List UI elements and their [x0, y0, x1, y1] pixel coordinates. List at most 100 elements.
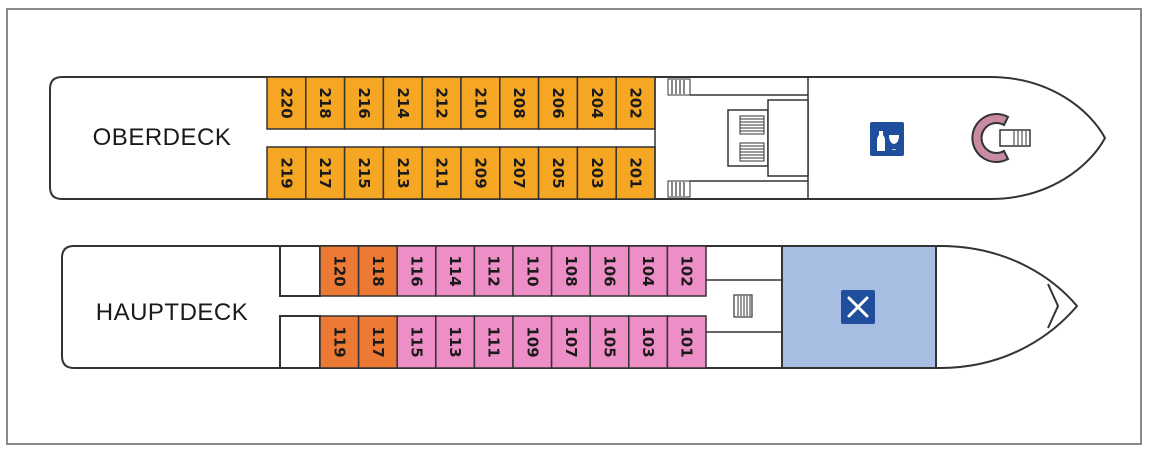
cabin-103[interactable]: 103 [628, 315, 669, 369]
cabin-box[interactable] [537, 146, 579, 200]
cabin-number: 216 [355, 87, 373, 118]
cabin-box[interactable] [615, 76, 656, 130]
cabin-number: 214 [394, 87, 412, 118]
cabin-number: 103 [639, 326, 657, 357]
cabin-207[interactable]: 207 [499, 146, 540, 200]
cabin-202[interactable]: 202 [615, 76, 656, 130]
cabin-number: 120 [330, 255, 348, 286]
cabin-number: 116 [408, 255, 426, 286]
cabin-number: 114 [446, 255, 464, 286]
cabin-111[interactable]: 111 [473, 315, 514, 369]
cabin-101[interactable]: 101 [666, 315, 707, 369]
cabin-box[interactable] [343, 146, 385, 200]
cabin-number: 111 [485, 326, 503, 357]
cabin-218[interactable]: 218 [305, 76, 346, 130]
cabin-box[interactable] [666, 245, 707, 297]
cabin-number: 113 [446, 326, 464, 357]
cabin-number: 112 [485, 255, 503, 286]
cabin-number: 109 [523, 326, 541, 357]
cabin-number: 212 [433, 87, 451, 118]
stern-room-top [279, 245, 321, 297]
cabin-112[interactable]: 112 [473, 245, 514, 297]
deck-plan-frame [6, 8, 1142, 445]
cabin-105[interactable]: 105 [589, 315, 630, 369]
cabin-118[interactable]: 118 [357, 245, 398, 297]
cabin-box[interactable] [589, 315, 630, 369]
cabin-number: 108 [562, 255, 580, 286]
cabin-211[interactable]: 211 [421, 146, 462, 200]
cabin-box[interactable] [473, 315, 514, 369]
cabin-204[interactable]: 204 [576, 76, 617, 130]
cabin-box[interactable] [305, 146, 346, 200]
cabin-box[interactable] [382, 76, 423, 130]
cabin-119[interactable]: 119 [319, 315, 360, 369]
cabin-box[interactable] [435, 245, 476, 297]
cabin-box[interactable] [396, 315, 437, 369]
cabin-214[interactable]: 214 [382, 76, 423, 130]
cabin-box[interactable] [319, 245, 360, 297]
cabin-219[interactable]: 219 [266, 146, 307, 200]
cabin-113[interactable]: 113 [435, 315, 476, 369]
cabin-box[interactable] [576, 146, 617, 200]
cabin-number: 218 [316, 87, 334, 118]
cabin-box[interactable] [512, 245, 553, 297]
cabin-number: 210 [471, 87, 489, 118]
cabin-209[interactable]: 209 [460, 146, 501, 200]
cabin-106[interactable]: 106 [589, 245, 630, 297]
cabin-box[interactable] [666, 315, 707, 369]
cabin-box[interactable] [343, 76, 385, 130]
cabin-201[interactable]: 201 [615, 146, 656, 200]
cabin-number: 107 [562, 326, 580, 357]
hauptdeck-top-row: 120 118 116 114 112 110 108 106 104 102 [319, 245, 707, 297]
cabin-215[interactable]: 215 [343, 146, 385, 200]
cabin-203[interactable]: 203 [576, 146, 617, 200]
cabin-120[interactable]: 120 [319, 245, 360, 297]
cabin-107[interactable]: 107 [550, 315, 591, 369]
cabin-box[interactable] [305, 76, 346, 130]
cabin-117[interactable]: 117 [357, 315, 398, 369]
cabin-number: 202 [627, 87, 645, 118]
cabin-box[interactable] [266, 146, 307, 200]
cabin-number: 106 [601, 255, 619, 286]
cabin-box[interactable] [266, 76, 307, 130]
cabin-box[interactable] [319, 315, 360, 369]
cabin-number: 207 [510, 157, 528, 188]
stern-room-bottom [279, 315, 321, 369]
cabin-206[interactable]: 206 [537, 76, 579, 130]
cabin-box[interactable] [628, 245, 669, 297]
cabin-220[interactable]: 220 [266, 76, 307, 130]
cabin-number: 104 [639, 255, 657, 286]
cabin-110[interactable]: 110 [512, 245, 553, 297]
cabin-114[interactable]: 114 [435, 245, 476, 297]
cabin-217[interactable]: 217 [305, 146, 346, 200]
cabin-208[interactable]: 208 [499, 76, 540, 130]
cabin-104[interactable]: 104 [628, 245, 669, 297]
oberdeck-label: OBERDECK [93, 124, 232, 151]
cabin-205[interactable]: 205 [537, 146, 579, 200]
cabin-212[interactable]: 212 [421, 76, 462, 130]
cabin-216[interactable]: 216 [343, 76, 385, 130]
cabin-108[interactable]: 108 [550, 245, 591, 297]
cabin-box[interactable] [396, 245, 437, 297]
cabin-number: 206 [549, 87, 567, 118]
cabin-109[interactable]: 109 [512, 315, 553, 369]
cabin-115[interactable]: 115 [396, 315, 437, 369]
cabin-number: 209 [471, 157, 489, 188]
cabin-102[interactable]: 102 [666, 245, 707, 297]
cabin-box[interactable] [460, 76, 501, 130]
cabin-210[interactable]: 210 [460, 76, 501, 130]
cabin-number: 204 [588, 87, 606, 118]
cabin-box[interactable] [589, 245, 630, 297]
cabin-213[interactable]: 213 [382, 146, 423, 200]
oberdeck-top-row: 220 218 216 214 212 210 208 206 204 202 [266, 76, 656, 130]
cabin-number: 211 [433, 157, 451, 188]
cabin-box[interactable] [550, 315, 591, 369]
cabin-number: 102 [678, 255, 696, 286]
cabin-number: 205 [549, 157, 567, 188]
cabin-number: 215 [355, 157, 373, 188]
cabin-number: 201 [627, 157, 645, 188]
cabin-116[interactable]: 116 [396, 245, 437, 297]
